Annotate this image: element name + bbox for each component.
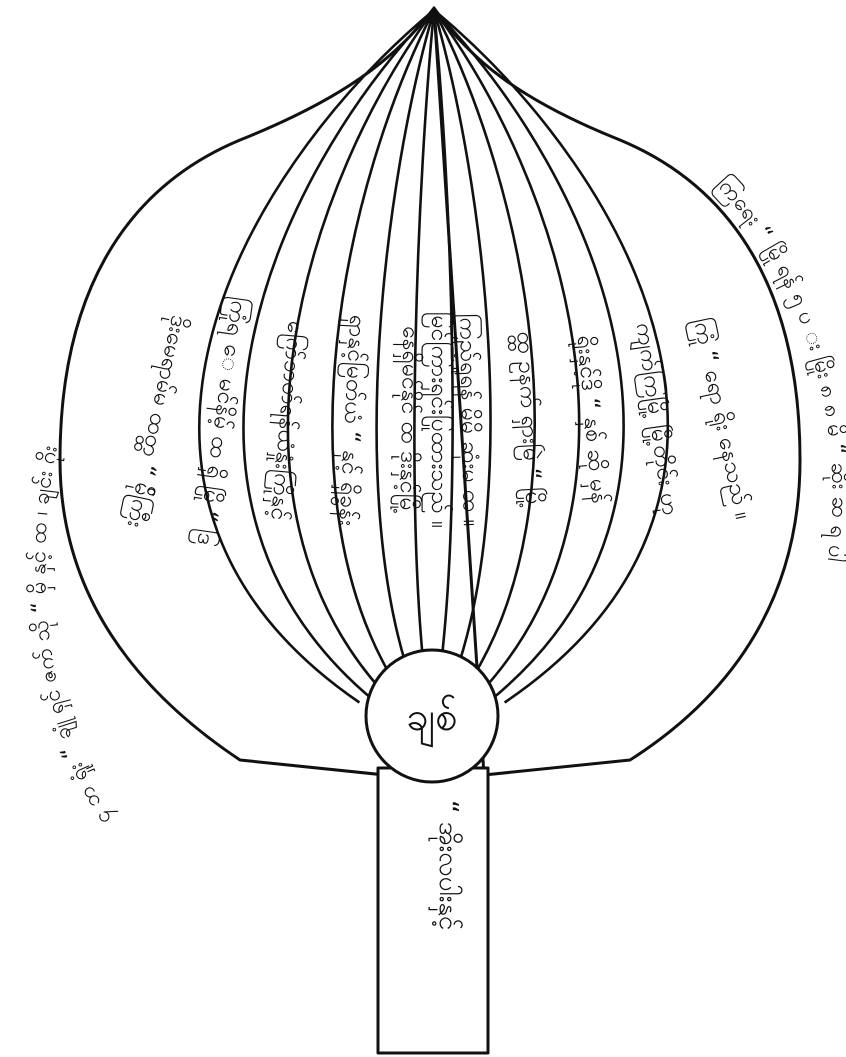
rib-line: [375, 9, 436, 691]
rib-line: [286, 9, 436, 698]
left-arc-text: ၄ ဘ ရှုံး “ ချုံ ရှင် ဇက် သို “ မှိ နှင့…: [25, 443, 120, 829]
center-label: ချစ်: [406, 694, 457, 748]
left-arc-textpath: ၄ ဘ ရှုံး “ ချုံ ရှင် ဇက် သို “ မှိ နှင့…: [25, 443, 120, 829]
rib-line: [198, 9, 435, 704]
lane-text: ဒိုးမေရာမ်မ ထတ္ထ “ မ်ိုကြီး: [118, 312, 193, 530]
rib-line: [432, 9, 581, 698]
rib-lines: [198, 9, 669, 704]
rib-line: [242, 9, 435, 701]
rib-line: [432, 9, 536, 694]
rib-line: [413, 9, 436, 688]
lane-text: မြင်ကြားရှင်းပြုထားသည် ။: [421, 312, 453, 529]
lane-text: ကြုံ “ ရော ရိုး နေသည် ။: [684, 315, 757, 522]
rib-line: [331, 9, 436, 694]
fan-handle: [376, 766, 490, 1055]
rib-line: [432, 9, 454, 688]
lane-text: ရိုးနှင့်ဒို “ နှစ် ဆို မှန်: [567, 334, 613, 505]
rib-line: [433, 9, 669, 704]
center-circle: [364, 648, 500, 784]
lane-text: ဂြော်ဘတ်ရန်ယံနှုံးကြိုနှင့်: [260, 319, 309, 521]
lane-text: နေရှိမင်နိုင် ထ ဒိုးနှင့်မြို့: [389, 326, 424, 515]
lane-text: ထ္ထ ဥနက် ရှားမြဲ “ မြို့: [506, 331, 547, 509]
handle-text: “ အိုးလပါးနှင့်: [428, 800, 464, 930]
lane-text: ကြည့်ရှုရန် မိမိ ဆုံးမ ထ ။: [450, 313, 485, 526]
lane-text: ကျက်ကြမြို့ မြို့တိုင်း ဟု: [627, 321, 685, 518]
rib-line: [433, 9, 625, 701]
rib-line: [432, 9, 492, 691]
